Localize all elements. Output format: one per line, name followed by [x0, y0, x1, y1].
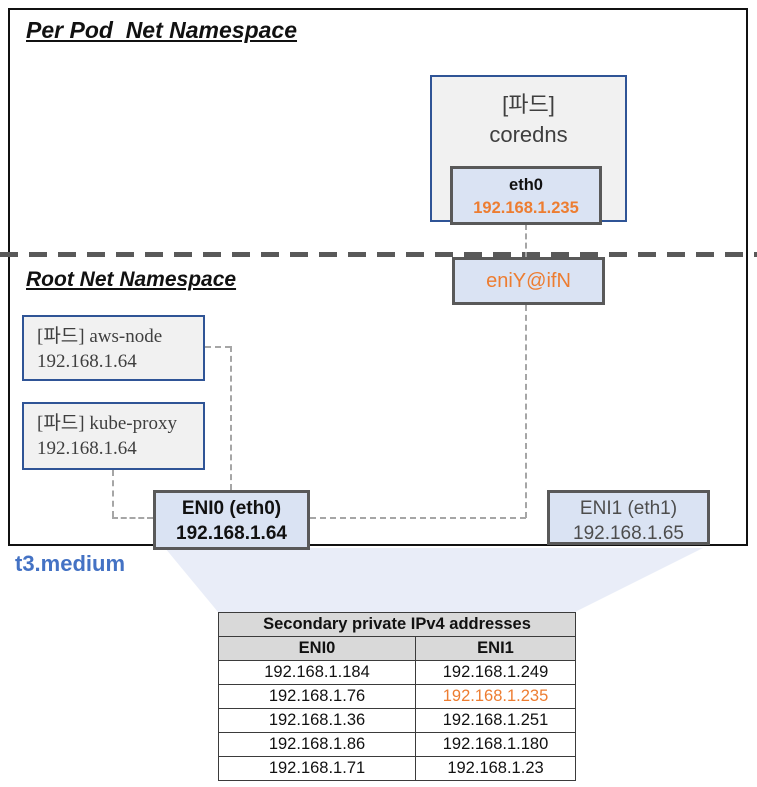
table-row: 192.168.1.36 192.168.1.251 — [218, 708, 576, 733]
eni0-label: ENI0 (eth0) — [181, 498, 282, 519]
table-row: 192.168.1.76 192.168.1.235 — [218, 684, 576, 709]
column-header-eni0: ENI0 — [218, 636, 416, 661]
kube-proxy-pod-box: [파드] kube-proxy 192.168.1.64 — [22, 402, 205, 470]
connector-veth-to-eni0 — [310, 517, 526, 519]
column-header-eni1: ENI1 — [415, 636, 576, 661]
instance-type-label: t3.medium — [15, 551, 126, 576]
table-row: 192.168.1.86 192.168.1.180 — [218, 732, 576, 757]
ip-cell: 192.168.1.36 — [218, 708, 416, 733]
ip-cell: 192.168.1.180 — [415, 732, 576, 757]
per-pod-namespace-title: Per Pod Net Namespace — [26, 17, 298, 43]
kube-proxy-pod-name: kube-proxy — [89, 413, 177, 434]
connector-awsnode-to-eni0 — [230, 346, 232, 490]
eni1-label: ENI1 (eth1) — [579, 498, 678, 519]
table-row: 192.168.1.184 192.168.1.249 — [218, 660, 576, 685]
eni0-box: ENI0 (eth0) 192.168.1.64 — [153, 490, 310, 550]
kube-proxy-pod-tag: [파드] — [37, 413, 85, 434]
table-header-row: ENI0 ENI1 — [218, 636, 576, 661]
node-boundary-rect — [8, 8, 748, 546]
table-title: Secondary private IPv4 addresses — [218, 612, 576, 637]
coredns-eth0-label: eth0 — [509, 176, 543, 194]
connector-eth0-to-veth — [525, 224, 527, 258]
namespace-divider-dashed-line — [0, 252, 757, 257]
root-namespace-title: Root Net Namespace — [26, 268, 237, 291]
aws-node-pod-title: [파드] aws-node — [37, 324, 203, 349]
coredns-eth0-ip: 192.168.1.235 — [473, 199, 579, 217]
connector-awsnode-out — [205, 346, 231, 348]
aws-node-pod-name: aws-node — [89, 326, 163, 347]
ip-cell: 192.168.1.251 — [415, 708, 576, 733]
eni1-box: ENI1 (eth1) 192.168.1.65 — [547, 490, 710, 545]
ip-cell: 192.168.1.86 — [218, 732, 416, 757]
aws-node-pod-ip: 192.168.1.64 — [37, 351, 137, 372]
connector-veth-down — [525, 305, 527, 518]
kube-proxy-pod-title: [파드] kube-proxy — [37, 411, 203, 436]
aws-node-pod-tag: [파드] — [37, 326, 85, 347]
ip-cell: 192.168.1.184 — [218, 660, 416, 685]
ip-cell: 192.168.1.249 — [415, 660, 576, 685]
table-row: 192.168.1.71 192.168.1.23 — [218, 756, 576, 781]
ip-cell: 192.168.1.76 — [218, 684, 416, 709]
secondary-ip-table: Secondary private IPv4 addresses ENI0 EN… — [218, 612, 576, 781]
eni1-ip: 192.168.1.65 — [573, 523, 684, 544]
kube-proxy-pod-ip: 192.168.1.64 — [37, 438, 137, 459]
eni0-ip: 192.168.1.64 — [176, 523, 287, 544]
veth-box: eniY@ifN — [452, 257, 605, 305]
connector-kubeproxy-to-eni0 — [112, 517, 153, 519]
table-title-row: Secondary private IPv4 addresses — [218, 612, 576, 637]
ip-cell: 192.168.1.23 — [415, 756, 576, 781]
coredns-pod-name: coredns — [489, 122, 568, 147]
coredns-pod-tag: [파드] — [502, 92, 555, 117]
aws-node-pod-box: [파드] aws-node 192.168.1.64 — [22, 315, 205, 381]
ip-cell: 192.168.1.71 — [218, 756, 416, 781]
coredns-eth0-box: eth0 192.168.1.235 — [450, 166, 602, 225]
ip-cell-highlighted: 192.168.1.235 — [415, 684, 576, 709]
connector-kubeproxy-down — [112, 470, 114, 517]
